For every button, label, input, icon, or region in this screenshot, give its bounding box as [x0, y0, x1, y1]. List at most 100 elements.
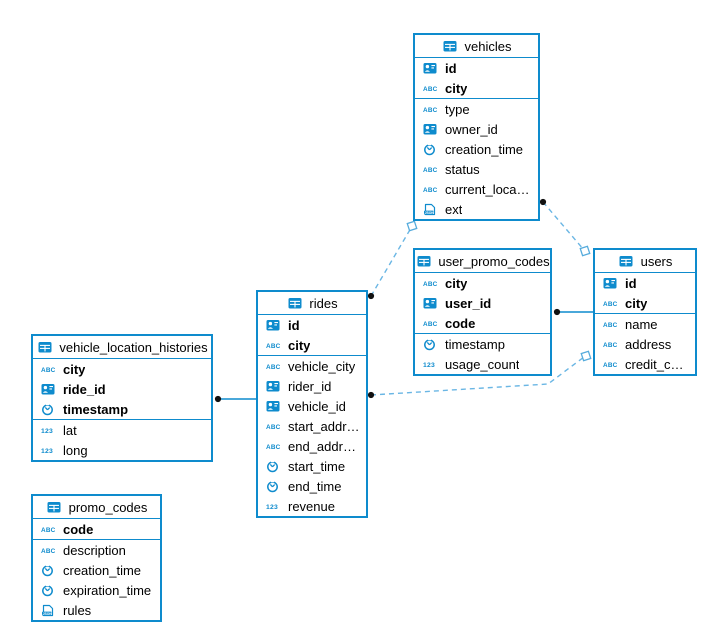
column-label: creation_time	[63, 562, 142, 578]
relationship-dot-endpoint	[367, 391, 375, 399]
column-row-user_id[interactable]: user_id	[415, 293, 550, 313]
string-type-icon: ABC	[264, 339, 282, 352]
column-row-creation_time[interactable]: creation_time	[415, 139, 538, 159]
column-label: status	[445, 161, 480, 177]
table-header[interactable]: promo_codes	[33, 496, 160, 519]
column-label: credit_card	[625, 356, 689, 372]
column-row-end_time[interactable]: end_time	[258, 476, 366, 496]
table-title: vehicle_location_histories	[59, 339, 208, 355]
column-label: revenue	[288, 498, 335, 514]
table-header[interactable]: vehicles	[415, 35, 538, 58]
column-label: ride_id	[63, 381, 106, 397]
timestamp-type-icon	[264, 479, 282, 493]
svg-text:ABC: ABC	[41, 548, 56, 555]
column-row-id[interactable]: id	[258, 315, 366, 335]
numeric-type-icon: 123	[421, 358, 439, 371]
column-row-expiration_time[interactable]: expiration_time	[33, 580, 160, 600]
id-type-icon	[264, 319, 282, 332]
table-title: user_promo_codes	[438, 253, 550, 269]
column-row-vehicle_id[interactable]: vehicle_id	[258, 396, 366, 416]
string-type-icon: ABC	[264, 440, 282, 453]
svg-text:JSON: JSON	[42, 611, 52, 615]
string-type-icon: ABC	[39, 523, 57, 536]
column-label: user_id	[445, 295, 492, 311]
id-type-icon	[601, 277, 619, 290]
svg-text:ABC: ABC	[603, 362, 618, 369]
table-icon	[36, 341, 54, 354]
column-label: rider_id	[288, 378, 332, 394]
table-header[interactable]: vehicle_location_histories	[33, 336, 211, 359]
pk-section-divider	[33, 419, 211, 420]
column-label: city	[445, 80, 468, 96]
table-header[interactable]: rides	[258, 292, 366, 315]
table-header[interactable]: user_promo_codes	[415, 250, 550, 273]
svg-text:JSON: JSON	[424, 210, 434, 214]
table-icon	[286, 297, 304, 310]
svg-text:ABC: ABC	[603, 342, 618, 349]
column-label: vehicle_id	[288, 398, 346, 414]
column-row-ride_id[interactable]: ride_id	[33, 379, 211, 399]
column-row-id[interactable]: id	[415, 58, 538, 78]
column-row-owner_id[interactable]: owner_id	[415, 119, 538, 139]
pk-section-divider	[415, 333, 550, 334]
table-title: vehicles	[464, 38, 512, 54]
pk-section-divider	[595, 313, 695, 314]
relationship-square-endpoint	[406, 220, 418, 232]
column-row-id[interactable]: id	[595, 273, 695, 293]
column-row-timestamp[interactable]: timestamp	[33, 399, 211, 419]
column-row-creation_time[interactable]: creation_time	[33, 560, 160, 580]
string-type-icon: ABC	[421, 103, 439, 116]
pk-section-divider	[33, 539, 160, 540]
string-type-icon: ABC	[421, 163, 439, 176]
column-row-status[interactable]: ABC status	[415, 159, 538, 179]
svg-text:ABC: ABC	[41, 527, 56, 534]
column-row-credit_card[interactable]: ABC credit_card	[595, 354, 695, 374]
relationship-rides-to-vehicles	[367, 220, 418, 300]
svg-text:ABC: ABC	[423, 321, 438, 328]
id-type-icon	[264, 380, 282, 393]
timestamp-type-icon	[421, 142, 439, 156]
string-type-icon: ABC	[264, 360, 282, 373]
string-type-icon: ABC	[421, 317, 439, 330]
column-label: long	[63, 442, 88, 458]
table-header[interactable]: users	[595, 250, 695, 273]
json-type-icon: JSON	[39, 604, 57, 617]
string-type-icon: ABC	[601, 297, 619, 310]
svg-text:ABC: ABC	[423, 187, 438, 194]
table-title: rides	[309, 295, 338, 311]
column-row-timestamp[interactable]: timestamp	[415, 334, 550, 354]
timestamp-type-icon	[39, 563, 57, 577]
column-row-current_location[interactable]: ABC current_location	[415, 179, 538, 199]
column-row-start_time[interactable]: start_time	[258, 456, 366, 476]
column-label: current_location	[445, 181, 532, 197]
column-row-rider_id[interactable]: rider_id	[258, 376, 366, 396]
string-type-icon: ABC	[601, 338, 619, 351]
json-type-icon: JSON	[421, 203, 439, 216]
